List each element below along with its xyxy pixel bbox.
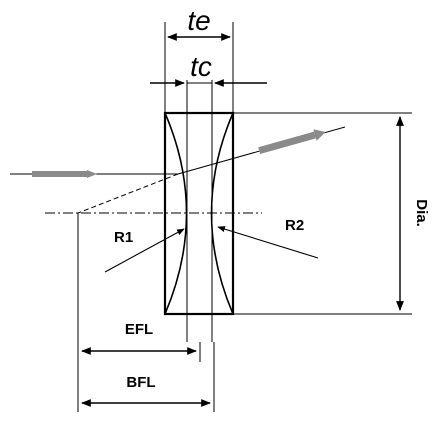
virtual-ray-extension — [77, 173, 179, 214]
tc-label: tc — [190, 51, 212, 82]
te-label: te — [187, 5, 210, 36]
dia-label: Dia. — [413, 199, 430, 227]
te-dimension: te — [164, 5, 234, 113]
r1-label: R1 — [114, 229, 133, 246]
dia-dimension: Dia. — [233, 112, 430, 315]
incoming-ray — [10, 170, 178, 178]
bfl-label: BFL — [126, 374, 155, 391]
lens — [163, 80, 235, 342]
tc-dimension: tc — [150, 51, 267, 87]
incoming-ray-marker — [32, 171, 87, 177]
efl-label: EFL — [125, 321, 153, 338]
lens-surface-r1 — [164, 112, 188, 315]
r1-callout: R1 — [104, 228, 185, 273]
outgoing-ray-marker — [258, 131, 316, 155]
r2-callout: R2 — [217, 217, 319, 259]
diverging-ray — [77, 126, 346, 214]
focal-length-dimensions: EFL BFL — [77, 213, 215, 412]
r2-label: R2 — [285, 217, 304, 234]
